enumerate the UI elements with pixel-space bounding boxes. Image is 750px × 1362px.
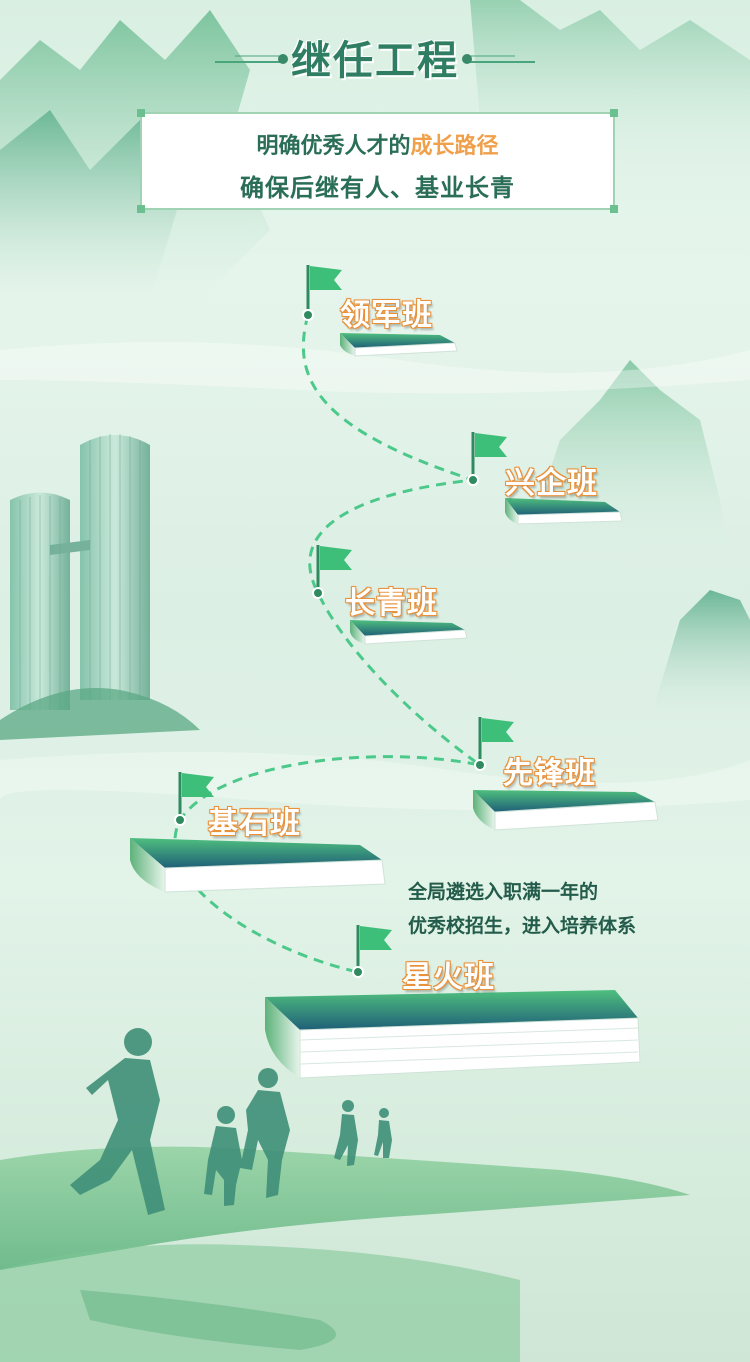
flag-icon — [302, 265, 342, 321]
book-changqing — [350, 620, 468, 645]
corner-ornament — [610, 109, 618, 117]
xinghuo-description: 全局遴选入职满一年的 优秀校招生，进入培养体系 — [408, 875, 636, 943]
flag-icon — [174, 772, 214, 826]
title-ornament — [215, 54, 535, 64]
book-xingqi — [505, 498, 623, 525]
stage-label-jishi: 基石班 — [208, 806, 301, 841]
description-line-1: 全局遴选入职满一年的 — [408, 881, 599, 903]
flag-icon — [352, 925, 392, 978]
flag-icon — [312, 545, 352, 599]
corner-ornament — [137, 109, 145, 117]
flag-icon — [467, 432, 507, 486]
slogan-line-1: 明确优秀人才的成长路径 — [142, 128, 613, 160]
stage-label-xianfeng: 先锋班 — [503, 756, 596, 791]
stage-label-lingjun: 领军班 — [340, 298, 433, 333]
page-title: 继任工程 — [291, 38, 459, 84]
flag-icon — [474, 717, 514, 771]
stage-label-changqing: 长青班 — [345, 586, 438, 621]
slogan-box: 明确优秀人才的成长路径 确保后继有人、基业长青 — [137, 109, 618, 213]
ground — [0, 1146, 690, 1270]
description-line-2: 优秀校招生，进入培养体系 — [408, 915, 637, 937]
book-xianfeng — [473, 790, 659, 831]
book-xinghuo — [265, 990, 641, 1079]
book-lingjun — [340, 333, 458, 357]
slogan-line-2: 确保后继有人、基业长青 — [240, 174, 515, 202]
stage-label-xingqi: 兴企班 — [505, 466, 598, 501]
slogan-highlight: 成长路径 — [410, 134, 499, 159]
corner-ornament — [610, 205, 618, 213]
book-jishi — [130, 838, 386, 893]
stage-label-xinghuo: 星火班 — [402, 960, 495, 995]
towers — [10, 434, 150, 710]
slogan-line-1-text: 明确优秀人才的 — [256, 134, 411, 159]
corner-ornament — [137, 205, 145, 213]
